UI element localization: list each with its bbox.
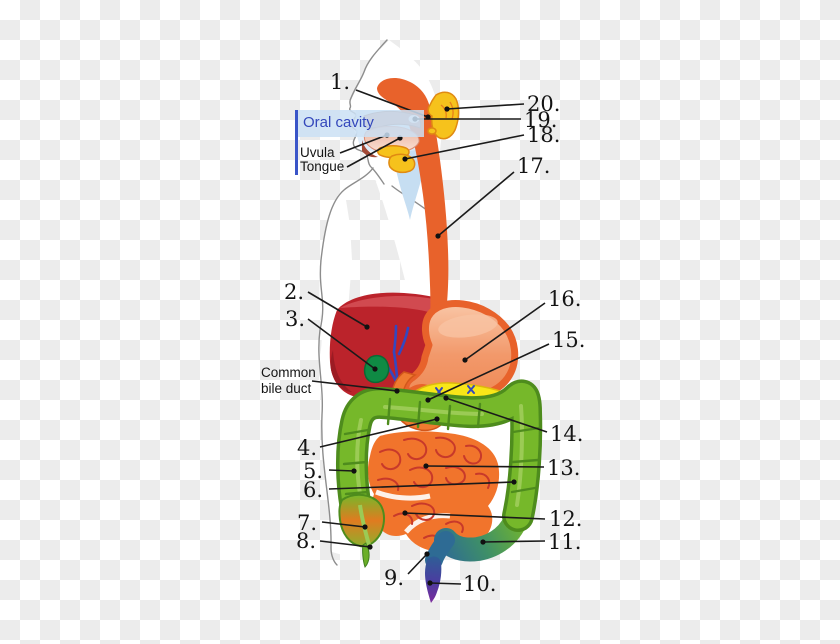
callout-label-1: 1. [330, 70, 351, 94]
esophagus-shape [377, 78, 449, 347]
callout-label-20: 20. [527, 92, 561, 116]
callout-label-13: 13. [547, 456, 581, 480]
anus-shape [425, 556, 442, 603]
callout-label-5: 5. [303, 459, 324, 483]
lower-jaw-shape [362, 140, 378, 158]
callout-label-2: 2. [284, 280, 305, 304]
callout-label-11: 11. [548, 530, 582, 554]
callout-label-16: 16. [548, 287, 582, 311]
callout-label-10: 10. [463, 572, 497, 596]
common-bile-duct-label: Common bile duct [261, 365, 316, 396]
callout-label-12: 12. [549, 507, 583, 531]
callout-label-18: 18. [527, 123, 561, 147]
appendix-shape [362, 542, 370, 568]
oral-cavity-label-box [296, 110, 424, 137]
uvula-label: Uvula [300, 145, 335, 160]
haustra-lines [342, 397, 541, 496]
oral-cavity-label: Oral cavity [303, 114, 374, 131]
oral-cavity-bracket [295, 110, 298, 175]
callout-label-4: 4. [297, 436, 318, 460]
callout-lines [307, 89, 550, 585]
callout-label-9: 9. [384, 566, 405, 590]
callout-label-8: 8. [296, 529, 317, 553]
callout-label-7: 7. [297, 511, 318, 535]
salivary-glands [377, 91, 460, 174]
callout-label-19: 19. [524, 108, 558, 132]
callout-label-15: 15. [552, 328, 586, 352]
cecum-appendix [338, 493, 385, 568]
callout-label-17: 17. [517, 154, 551, 178]
large-intestine-shape [336, 379, 543, 532]
callout-label-6: 6. [303, 478, 324, 502]
callout-label-14: 14. [550, 422, 584, 446]
callout-label-3: 3. [285, 307, 306, 331]
small-intestine-shape [367, 431, 500, 553]
tongue-label: Tongue [300, 159, 345, 174]
